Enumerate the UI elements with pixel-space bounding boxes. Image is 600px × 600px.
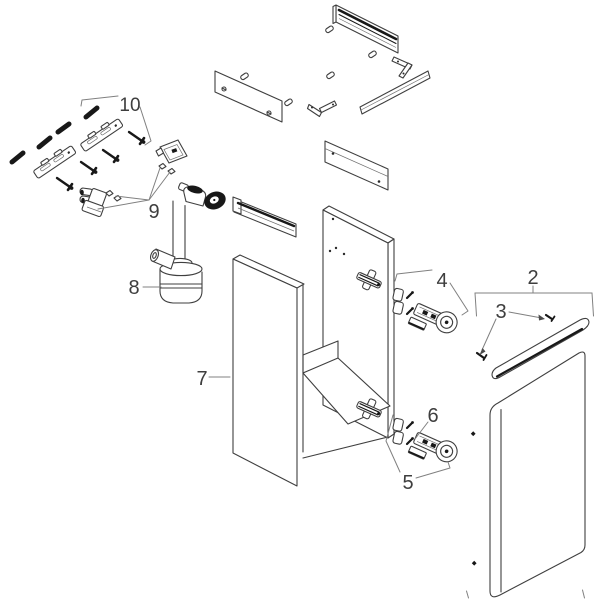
mounting-screw — [127, 130, 146, 146]
callout-6: 6 — [414, 405, 439, 440]
dowel-peg — [240, 72, 249, 81]
wall-fixing-set: 10 — [9, 95, 152, 192]
label-6: 6 — [427, 405, 438, 427]
tiny-screw — [158, 162, 167, 170]
wall-anchor — [83, 105, 100, 120]
hinge-plate — [392, 430, 404, 445]
dowel-peg — [284, 98, 293, 107]
callout-10: 10 — [80, 95, 152, 146]
hinge-screw — [405, 291, 414, 300]
callout-2: 2 — [474, 267, 594, 317]
handle-screw — [475, 351, 488, 361]
door-assembly: 2 3 — [466, 267, 594, 599]
thin-side-panel — [359, 70, 431, 115]
siphon-trap: 8 — [128, 182, 226, 304]
hinge-plate — [392, 417, 404, 432]
callout-7: 7 — [196, 368, 231, 390]
left-side-panel — [232, 254, 305, 487]
label-10: 10 — [119, 95, 140, 116]
hinge-cover-plate — [407, 445, 427, 460]
front-top-rail — [232, 196, 297, 238]
dowel-peg — [326, 71, 335, 80]
label-9: 9 — [148, 201, 159, 223]
hinge-plate — [392, 300, 404, 315]
mounting-screw — [55, 176, 74, 192]
label-7: 7 — [196, 368, 207, 390]
screw-head — [266, 110, 272, 116]
siphon-elbow — [178, 182, 207, 207]
callout-9: 9 — [97, 167, 171, 223]
corner-bracket — [306, 100, 338, 118]
dowel-peg — [325, 25, 334, 34]
label-4: 4 — [436, 270, 447, 292]
hinge-plate — [392, 287, 404, 302]
drain-flange — [204, 191, 226, 210]
hinge-screw — [405, 421, 414, 430]
door-handle-strip — [491, 317, 590, 380]
trap-outlet — [149, 248, 176, 270]
hinge-base-plate — [356, 398, 382, 420]
hinge-screw — [405, 307, 414, 316]
siphon-pipe-body — [173, 201, 185, 264]
hinge-cover-plate — [407, 316, 427, 331]
door-panel — [489, 351, 586, 598]
tiny-screw — [105, 189, 114, 197]
door-hinge-screw-dot — [470, 431, 476, 437]
fixing-brackets: 9 — [79, 139, 188, 223]
handle-screw — [544, 313, 556, 322]
top-rail-assembly — [214, 4, 431, 191]
label-2: 2 — [527, 267, 538, 289]
wall-anchor — [9, 150, 26, 165]
callout-4: 4 — [394, 269, 469, 316]
wall-anchor — [36, 135, 53, 150]
mounting-screw — [101, 148, 120, 164]
door-bottom-ticks — [466, 589, 585, 599]
wall-anchor — [55, 121, 72, 135]
bottom-rail — [324, 140, 389, 191]
mounting-screw — [79, 160, 98, 176]
hinge-body — [413, 432, 458, 463]
hinge-top-assembly: 4 — [392, 269, 469, 334]
bracket-clip-top — [155, 139, 188, 164]
hanging-rail — [33, 145, 77, 179]
callout-3: 3 — [479, 301, 545, 355]
label-5: 5 — [402, 472, 413, 494]
hinge-bottom-assembly: 6 5 — [385, 405, 458, 494]
callout-5: 5 — [385, 414, 451, 494]
door-hinge-screw-dot — [471, 560, 477, 566]
hinge-screw — [405, 437, 414, 446]
dowel-peg — [368, 50, 377, 59]
label-3: 3 — [495, 301, 506, 323]
hanging-rail-profile — [332, 4, 399, 54]
label-8: 8 — [128, 277, 139, 299]
hinge-body — [413, 303, 458, 334]
screw-head — [221, 86, 227, 92]
carcass-body: 7 — [196, 196, 395, 487]
hanging-rail — [80, 118, 124, 152]
callout-8: 8 — [128, 277, 162, 299]
hinge-base-plate — [356, 269, 382, 291]
corner-bracket — [391, 56, 413, 79]
back-panel-strip — [214, 70, 283, 123]
bracket-clip-bottom — [79, 187, 107, 218]
